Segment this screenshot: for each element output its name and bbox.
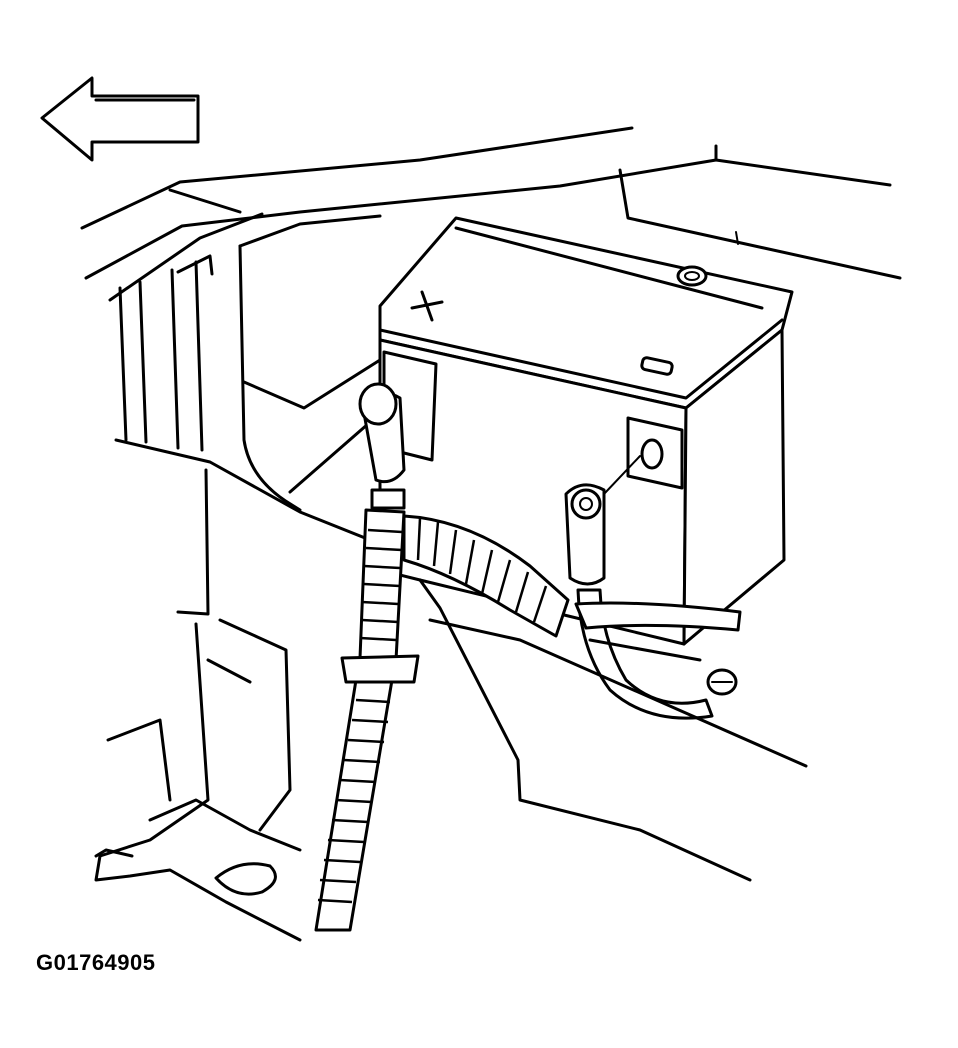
battery — [378, 216, 794, 646]
harness-ribbing — [416, 517, 548, 623]
negative-cable — [564, 455, 742, 720]
cable-ribbing — [317, 528, 403, 904]
forward-arrow-icon — [40, 76, 200, 162]
positive-symbol-icon — [410, 290, 444, 322]
figure-code: G01764905 — [36, 950, 156, 975]
negative-symbol-icon — [640, 356, 674, 376]
lower-bracket — [94, 468, 808, 942]
vent-cap-icon — [676, 265, 708, 287]
ground-bolt-icon — [706, 668, 738, 696]
positive-cable — [314, 382, 570, 932]
inner-apron — [114, 214, 422, 562]
fender-structure — [80, 126, 902, 452]
